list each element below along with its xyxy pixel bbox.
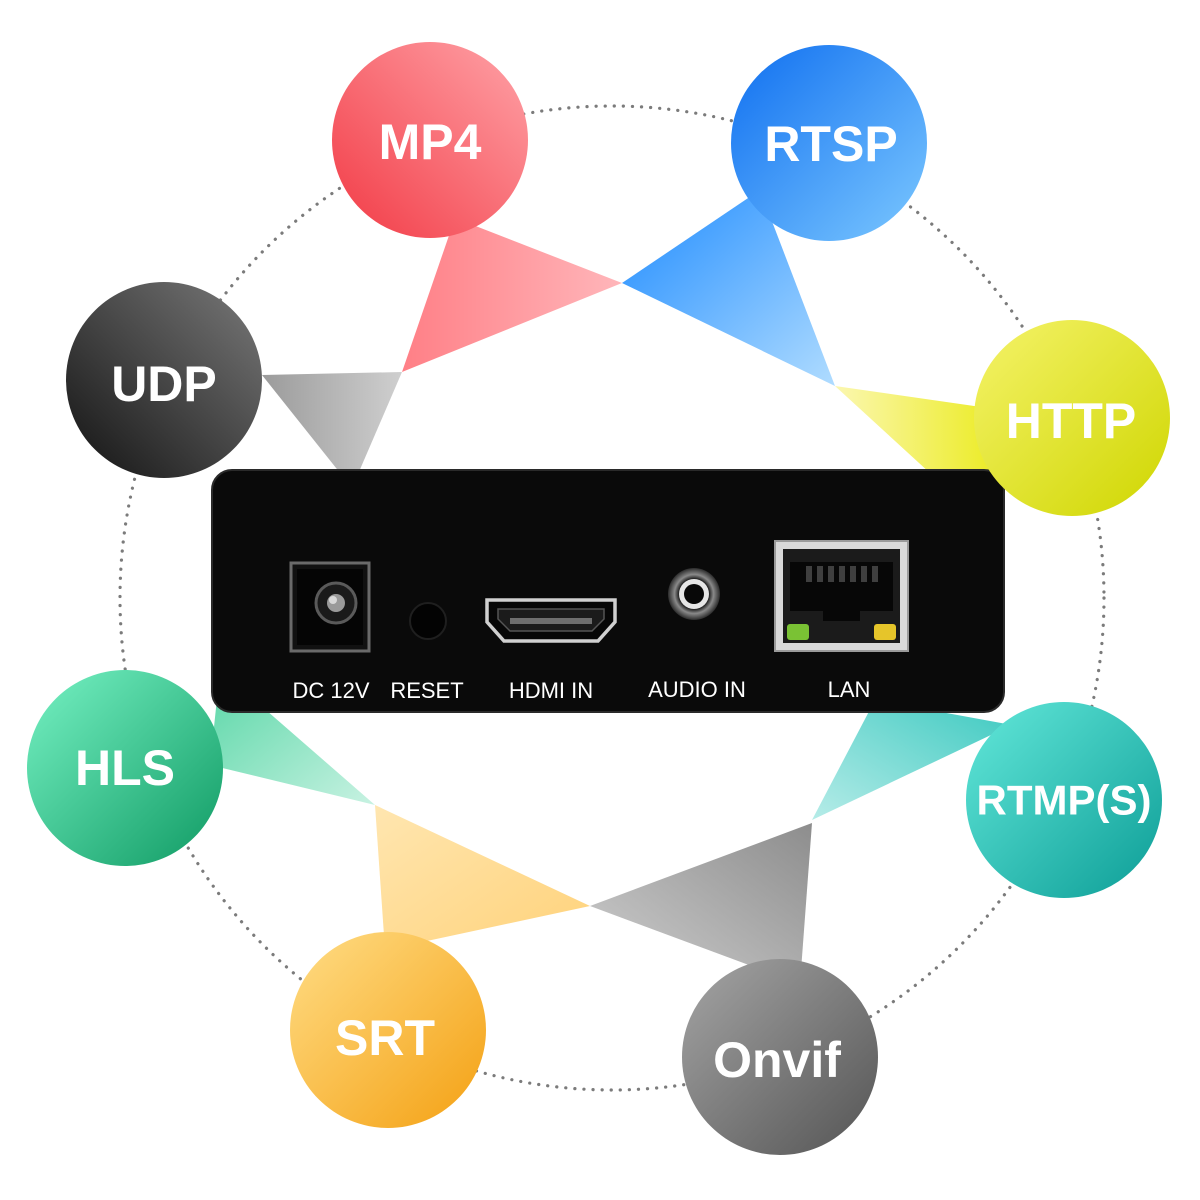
- port-label-audio: AUDIO IN: [648, 677, 746, 702]
- connector-srt: [375, 805, 590, 950]
- bubble-label-mp4: MP4: [379, 114, 482, 170]
- connector-mp4: [402, 218, 622, 372]
- connector-rtsp: [622, 190, 835, 386]
- bubble-label-srt: SRT: [335, 1010, 435, 1066]
- port-label-hdmi: HDMI IN: [509, 678, 593, 703]
- bubble-onvif: Onvif: [682, 959, 878, 1155]
- bubble-rtsp: RTSP: [731, 45, 927, 241]
- lan-led-green: [787, 624, 809, 640]
- orbit-ring: [118, 104, 1106, 1092]
- port-label-dc: DC 12V: [292, 678, 369, 703]
- bubble-mp4: MP4: [332, 42, 528, 238]
- bubble-hls: HLS: [27, 670, 223, 866]
- bubble-label-udp: UDP: [111, 356, 217, 412]
- connector-udp: [262, 372, 402, 488]
- port-label-lan: LAN: [828, 677, 871, 702]
- connectors: [210, 190, 1012, 984]
- bubble-label-onvif: Onvif: [713, 1032, 841, 1088]
- port-label-reset: RESET: [390, 678, 463, 703]
- bubble-udp: UDP: [66, 282, 262, 478]
- encoder-device: DC 12V RESET HDMI IN AUDIO IN LAN: [211, 469, 1005, 713]
- dc-jack: [289, 561, 371, 653]
- protocol-bubbles: MP4 RTSP HTTP RTMP(S) Onvif SRT HLS UDP: [27, 42, 1170, 1155]
- lan-led-yellow: [874, 624, 896, 640]
- connector-rtmps: [812, 700, 1012, 820]
- bubble-label-rtsp: RTSP: [764, 116, 897, 172]
- bubble-srt: SRT: [290, 932, 486, 1128]
- audio-jack: [668, 568, 720, 620]
- connector-onvif: [590, 823, 812, 984]
- bubble-label-http: HTTP: [1006, 393, 1137, 449]
- hdmi-port: [485, 598, 617, 643]
- bubble-label-hls: HLS: [75, 740, 175, 796]
- lan-port: [774, 540, 909, 652]
- bubble-label-rtmps: RTMP(S): [977, 777, 1152, 824]
- bubble-rtmps: RTMP(S): [966, 702, 1162, 898]
- bubble-http: HTTP: [974, 320, 1170, 516]
- reset-button[interactable]: [409, 602, 447, 640]
